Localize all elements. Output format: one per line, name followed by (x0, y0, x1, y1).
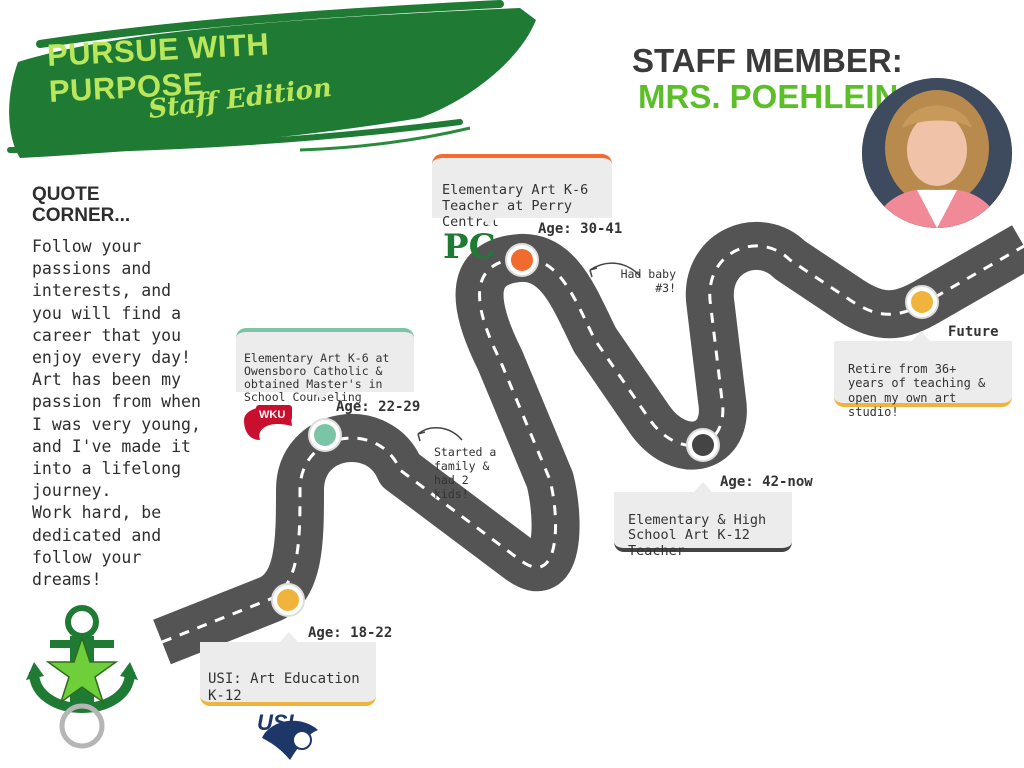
milestone-2-text: Elementary Art K-6 at Owensboro Catholic… (244, 351, 390, 404)
usi-eagle-logo: USI (257, 710, 318, 760)
arrow-icon (589, 262, 641, 277)
pc-logo-text: PC (443, 227, 496, 267)
staff-member-label: STAFF MEMBER: (632, 42, 903, 79)
milestone-dot-1 (271, 583, 305, 617)
anchor-star-logo (26, 605, 138, 749)
milestone-card-1: USI: Art Education K-12 (200, 642, 376, 706)
usi-logo-text: USI (257, 710, 295, 735)
quote-text: Follow your passions and interests, and … (32, 237, 201, 590)
milestone-dot-2 (308, 418, 342, 452)
banner-brush-stroke (7, 0, 536, 158)
milestone-card-4: Elementary & High School Art K-12 Teache… (614, 492, 792, 558)
milestone-card-1-pointer (280, 632, 298, 642)
portrait-illustration (862, 78, 1012, 228)
staff-portrait (862, 78, 1012, 228)
milestone-card-3: Elementary Art K-6 Teacher at Perry Cent… (432, 154, 612, 230)
milestone-dot-5 (905, 285, 939, 319)
milestone-3-text: Elementary Art K-6 Teacher at Perry Cent… (442, 182, 589, 230)
milestone-3-age: Age: 30-41 (538, 221, 623, 237)
milestone-4-age: Age: 42-now (720, 474, 813, 490)
arrow-icon (417, 427, 463, 441)
milestone-5-age: Future (948, 324, 999, 340)
milestone-5-text: Retire from 36+ years of teaching & open… (848, 361, 986, 420)
milestone-1-text: USI: Art Education K-12 (208, 671, 360, 704)
milestone-card-5: Retire from 36+ years of teaching & open… (834, 341, 1012, 419)
quote-heading: QUOTE CORNER... (32, 184, 131, 226)
milestone-1-age: Age: 18-22 (308, 625, 393, 641)
wku-logo-text: WKU (259, 409, 285, 421)
note-started-family: Started a family & had 2 kids! (434, 445, 497, 501)
milestone-4-text: Elementary & High School Art K-12 Teache… (628, 511, 767, 559)
road (153, 221, 1024, 665)
wku-logo: WKU (244, 405, 292, 440)
milestone-dot-4 (686, 428, 720, 462)
pc-logo: PC (443, 227, 496, 267)
milestone-card-2-pointer (312, 390, 330, 400)
milestone-2-age: Age: 22-29 (336, 399, 421, 415)
milestone-card-2: Elementary Art K-6 at Owensboro Catholic… (236, 328, 414, 404)
note-baby-3: Had baby #3! (620, 267, 676, 295)
staff-member-name: MRS. POEHLEIN (638, 78, 899, 115)
milestone-card-4-pointer (694, 482, 712, 492)
milestone-card-3-pointer (480, 216, 498, 226)
milestone-card-5-pointer (912, 331, 930, 341)
milestone-dot-3 (505, 243, 539, 277)
